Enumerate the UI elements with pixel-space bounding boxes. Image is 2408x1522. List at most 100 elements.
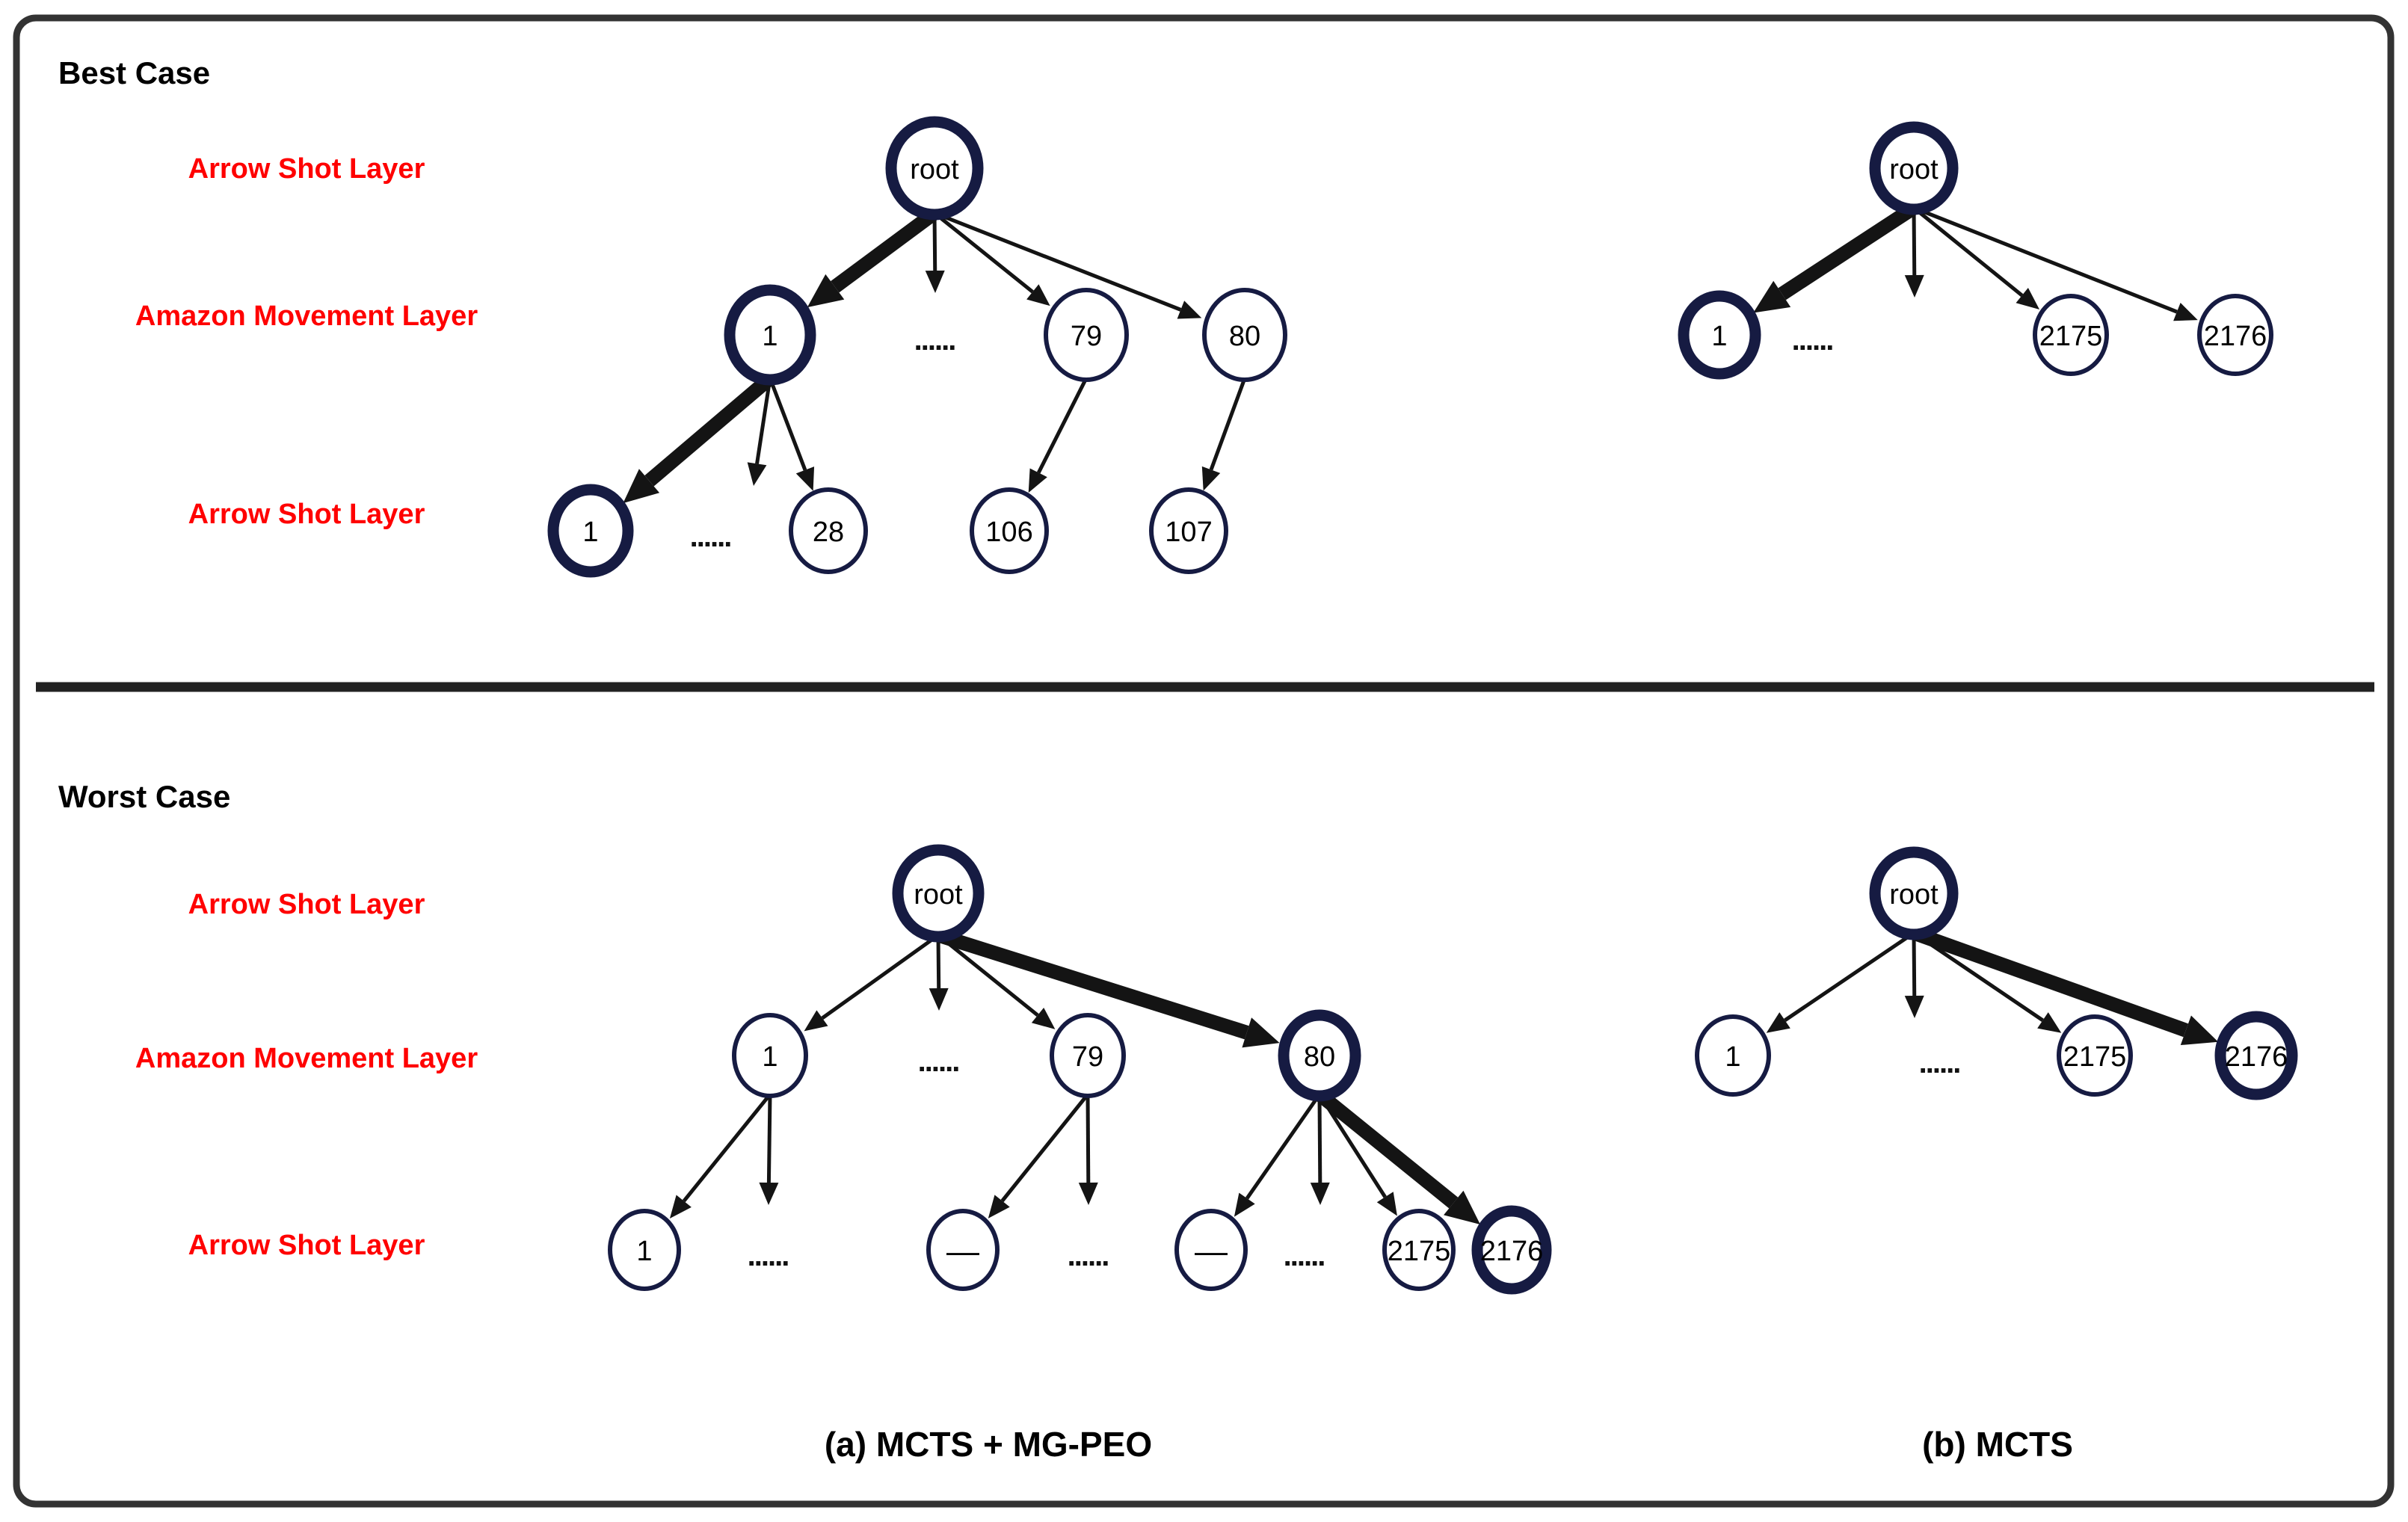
node-label-b-l-m107: 107 [1165, 517, 1212, 548]
edge-worst_right-3 [1911, 926, 2189, 1038]
edge-worst_left-6 [1000, 1093, 1089, 1203]
node-label-w-l-m2176: 2176 [1480, 1236, 1544, 1267]
node-circle-w-r-n1 [1695, 1014, 1771, 1097]
edge-best_right-3-head [2173, 303, 2198, 321]
node-label-b-l-m28: 28 [813, 517, 844, 548]
caption-panel-a: (a) MCTS + MG-PEO [825, 1425, 1152, 1464]
node-circle-w-l-m1 [608, 1209, 681, 1291]
node-label-b-r-n1: 1 [1711, 321, 1727, 352]
node-circle-w-l-mB [1174, 1209, 1248, 1291]
edge-worst_right-2-head [2037, 1012, 2062, 1033]
node-circle-b-l-n79 [1044, 288, 1129, 382]
outer-frame [13, 14, 2395, 1508]
edge-worst_left-5 [766, 1094, 772, 1183]
tree-node: 28 [789, 487, 868, 574]
edge-best_left-2-head [1026, 284, 1050, 306]
tree-node: 1 [732, 1013, 808, 1098]
node-circle-b-r-root [1869, 121, 1959, 215]
node-label-b-l-n79: 79 [1071, 321, 1102, 352]
edge-best_right-1-head [1904, 274, 1924, 298]
node-label-b-l-m106: 106 [985, 517, 1032, 548]
edge-worst_left-10-head [1376, 1192, 1397, 1216]
node-circle-b-l-m28 [789, 487, 868, 574]
node-circle-b-l-m106 [970, 487, 1049, 574]
layer-label-best-0: Arrow Shot Layer [188, 153, 425, 185]
tree-node: root [885, 116, 984, 221]
edge-best_left-8 [1209, 378, 1247, 471]
layer-label-worst-0: Arrow Shot Layer [188, 889, 425, 920]
edge-worst_left-0 [821, 933, 940, 1020]
tree-node: — [1174, 1209, 1248, 1291]
node-label-b-l-n1: 1 [762, 321, 777, 352]
edge-worst_left-1-head [929, 988, 949, 1011]
edge-worst_right-1 [1912, 932, 1917, 996]
tree-node: — [926, 1209, 1000, 1291]
tree-node: 80 [1202, 288, 1287, 382]
ellipsis-best_left-0: ...... [914, 324, 955, 357]
tree-edges-group [623, 202, 2219, 1225]
ellipsis-best_right-0: ...... [1792, 324, 1833, 357]
edge-best_right-2-head [2016, 288, 2040, 310]
edge-worst_left-2 [937, 934, 1039, 1017]
node-label-b-r-n2175: 2175 [2039, 321, 2103, 352]
node-label-b-r-root: root [1889, 154, 1939, 185]
node-circle-w-l-m2176 [1471, 1205, 1552, 1295]
ellipsis-worst_left-2: ...... [1068, 1239, 1109, 1272]
edge-best_right-0-head [1753, 280, 1791, 313]
node-circle-b-l-n80 [1202, 288, 1287, 382]
edge-best_right-3 [1913, 206, 2178, 314]
node-label-w-l-root: root [914, 879, 963, 911]
tree-node: 1 [547, 484, 634, 578]
node-circle-b-r-n2176 [2197, 294, 2273, 376]
tree-node: 79 [1044, 288, 1129, 382]
edge-best_left-0-head [807, 274, 845, 308]
edge-best_left-3 [934, 211, 1182, 312]
tree-node: 1 [1678, 290, 1761, 380]
edge-worst_left-4-head [669, 1195, 692, 1218]
edge-best_left-6-head [795, 466, 815, 491]
edge-worst_left-5-head [759, 1182, 779, 1205]
edge-worst_left-4 [682, 1093, 772, 1203]
layer-label-best-2: Arrow Shot Layer [188, 499, 425, 530]
edge-worst_left-2-head [1031, 1007, 1056, 1029]
edge-best_right-2 [1912, 206, 2024, 298]
node-label-w-l-mB: — [1195, 1233, 1228, 1270]
edge-worst_left-11-head [1444, 1190, 1481, 1225]
edge-worst_left-3 [936, 928, 1249, 1040]
ellipsis-worst_left-0: ...... [918, 1045, 959, 1078]
edge-best_right-1 [1912, 207, 1917, 276]
node-label-w-r-n2175: 2175 [2063, 1041, 2127, 1073]
tree-node: 2176 [1471, 1205, 1552, 1295]
node-circle-w-l-n79 [1050, 1013, 1126, 1098]
node-circle-w-l-m2175 [1382, 1209, 1456, 1291]
node-label-b-r-n2176: 2176 [2204, 321, 2267, 352]
node-circle-w-l-root [892, 844, 985, 943]
node-label-w-r-root: root [1889, 879, 1939, 911]
edge-best_left-1-head [925, 270, 945, 293]
node-label-w-r-n2176: 2176 [2225, 1041, 2288, 1073]
node-circle-w-l-mA [926, 1209, 1000, 1291]
best-case-title: Best Case [58, 55, 210, 90]
edge-best_left-4-head [623, 469, 660, 504]
tree-node: 2175 [2057, 1014, 2133, 1097]
edge-worst_right-0 [1784, 931, 1915, 1022]
edge-best_left-0 [831, 207, 939, 293]
edge-best_left-4 [644, 372, 775, 487]
caption-panel-b: (b) MCTS [1922, 1425, 2073, 1464]
edge-worst_left-6-head [988, 1195, 1010, 1218]
node-circle-w-l-n1 [732, 1013, 808, 1098]
node-circle-b-r-n2175 [2033, 294, 2109, 376]
ellipsis-worst_left-3: ...... [1284, 1239, 1325, 1272]
edge-best_left-5 [755, 378, 772, 464]
node-circle-b-r-n1 [1678, 290, 1761, 380]
edge-worst_right-3-head [2180, 1015, 2219, 1046]
node-circle-b-l-m107 [1149, 487, 1228, 574]
node-label-w-l-mA: — [946, 1233, 979, 1270]
edge-worst_right-1-head [1904, 995, 1924, 1018]
node-label-b-l-m1: 1 [582, 517, 598, 548]
node-circle-w-l-n80 [1278, 1009, 1361, 1102]
edge-best_left-5-head [747, 462, 767, 486]
